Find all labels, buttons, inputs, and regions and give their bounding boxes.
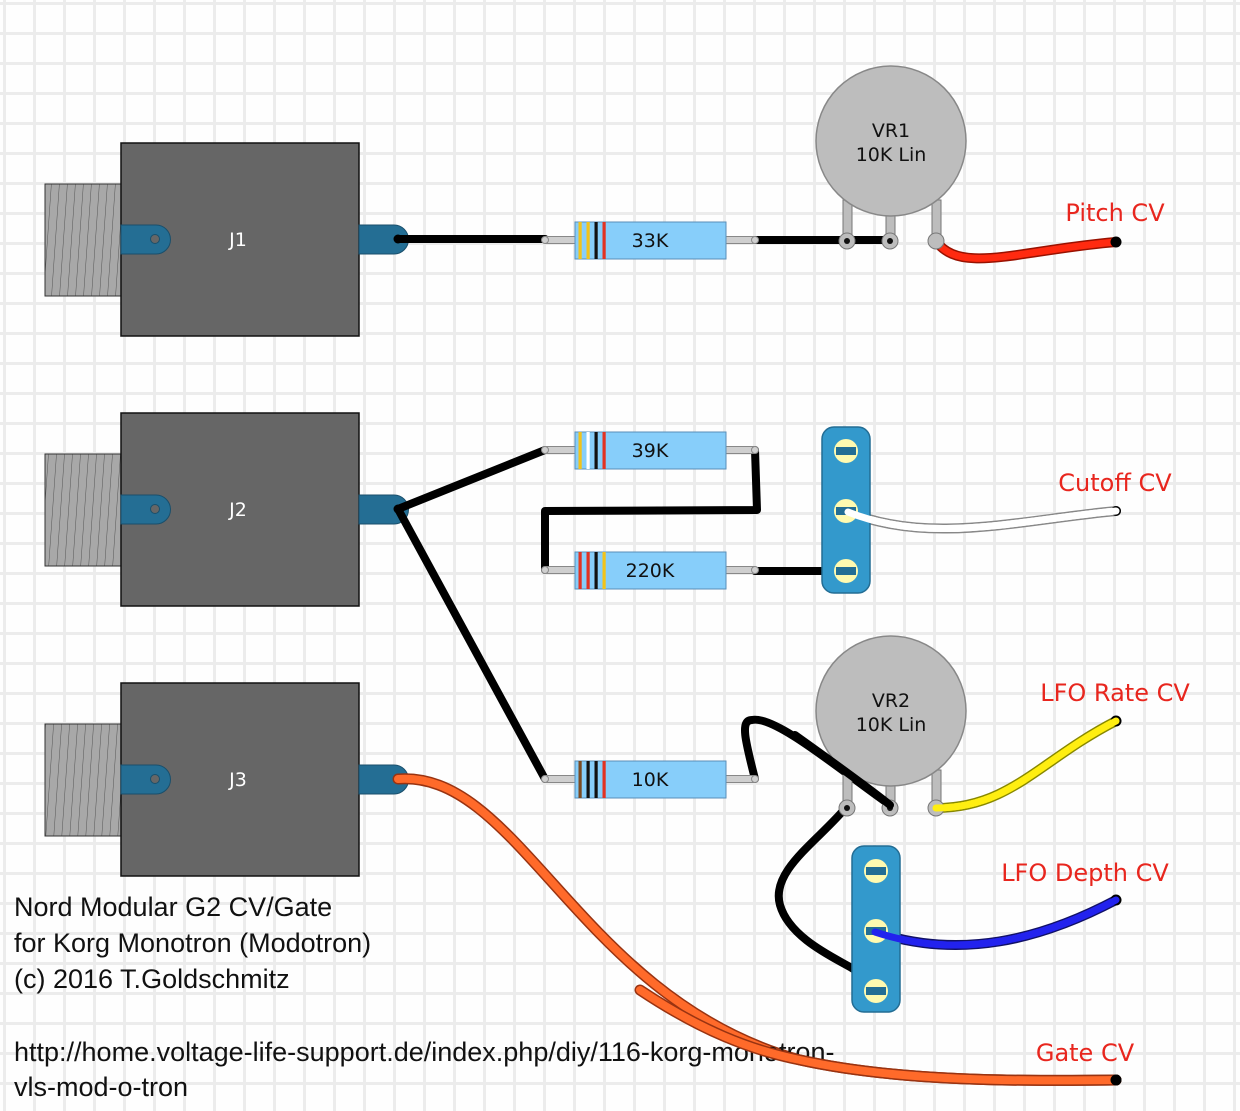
- lead-end: [751, 775, 759, 783]
- resistors: 33K 39K 220K 10K: [541, 221, 759, 799]
- title-line-1: Nord Modular G2 CV/Gate: [14, 892, 333, 922]
- url-line-1[interactable]: http://home.voltage-life-support.de/inde…: [14, 1037, 835, 1067]
- jack-label: J1: [228, 229, 247, 251]
- color-band: [602, 761, 606, 798]
- color-band: [578, 222, 582, 259]
- wire-cutoff-top: [844, 507, 1120, 533]
- jack-label: J2: [228, 499, 247, 521]
- jack-j3[interactable]: J3: [44, 682, 409, 877]
- title-line-3: (c) 2016 T.Goldschmitz: [14, 964, 290, 994]
- lead-end: [541, 566, 549, 574]
- wire-pitch[interactable]: [932, 237, 1120, 262]
- color-band: [602, 222, 606, 259]
- lug-hole: [150, 234, 160, 244]
- wire-j2-to-39k[interactable]: [394, 446, 549, 513]
- lead-end: [751, 566, 759, 574]
- jack-lug-sleeve: [120, 494, 171, 525]
- lead-end: [751, 446, 759, 454]
- jack-lug-sleeve: [120, 764, 171, 795]
- pot-value: 10K Lin: [856, 714, 927, 736]
- resistor-body: [574, 221, 727, 260]
- wire-vr2-to-trimmer2[interactable]: [774, 801, 859, 974]
- pot-pin[interactable]: [927, 232, 945, 250]
- resistor-33k[interactable]: 33K: [541, 221, 759, 260]
- color-band: [586, 552, 590, 589]
- pot-body: [815, 65, 967, 217]
- wire-j2-to-10k[interactable]: [394, 505, 549, 783]
- color-band: [586, 222, 590, 259]
- color-band: [594, 432, 598, 469]
- output-label-pitch: Pitch CV: [1065, 199, 1165, 227]
- color-band: [602, 552, 606, 589]
- lead-end: [751, 236, 759, 244]
- color-band: [594, 222, 598, 259]
- pin-hole: [887, 238, 893, 244]
- solder-point: [393, 234, 403, 244]
- pot-value: 10K Lin: [856, 144, 927, 166]
- jack-lug-tip[interactable]: [358, 494, 409, 525]
- jack-lug-sleeve: [120, 224, 171, 255]
- wire-end-gate[interactable]: [1110, 1074, 1122, 1086]
- resistor-value: 33K: [632, 230, 669, 252]
- lead-end: [541, 775, 549, 783]
- jack-thread: [44, 183, 122, 297]
- wire-lfo-depth-top: [871, 896, 1120, 949]
- resistor-body: [574, 431, 727, 470]
- pin-hole: [844, 238, 850, 244]
- pot-vr1[interactable]: VR1 10K Lin: [815, 65, 967, 250]
- resistor-value: 10K: [632, 769, 669, 791]
- resistor-220k[interactable]: 220K: [541, 551, 759, 590]
- wire-end-pitch[interactable]: [1110, 236, 1122, 248]
- color-band: [602, 432, 606, 469]
- color-band: [578, 432, 582, 469]
- screw-slot: [836, 447, 856, 455]
- lead-end: [541, 236, 549, 244]
- solder-point: [393, 504, 403, 514]
- wire-10k-to-vr2-crossing: [791, 731, 894, 809]
- resistor-10k[interactable]: 10K: [541, 760, 759, 799]
- screw-slot: [866, 987, 886, 995]
- url-line-2[interactable]: vls-mod-o-tron: [14, 1072, 189, 1102]
- lug-hole: [150, 774, 160, 784]
- jack-j1[interactable]: J1: [44, 142, 409, 337]
- output-label-cutoff: Cutoff CV: [1058, 469, 1172, 497]
- resistor-value: 220K: [626, 560, 675, 582]
- color-band: [578, 761, 582, 798]
- resistor-value: 39K: [632, 440, 669, 462]
- color-band: [594, 761, 598, 798]
- resistor-body: [574, 551, 727, 590]
- wire-lfo-rate-top: [932, 717, 1120, 812]
- output-label-lfo-depth: LFO Depth CV: [1001, 859, 1169, 887]
- color-band: [578, 552, 582, 589]
- wire-39k-to-220k[interactable]: [541, 446, 761, 574]
- resistor-body: [574, 760, 727, 799]
- jack-j2[interactable]: J2: [44, 412, 409, 607]
- resistor-39k[interactable]: 39K: [541, 431, 759, 470]
- jack-thread: [44, 453, 122, 567]
- color-band: [594, 552, 598, 589]
- color-band: [586, 432, 590, 469]
- pot-body: [815, 635, 967, 787]
- pot-name: VR2: [872, 690, 910, 712]
- output-label-lfo-rate: LFO Rate CV: [1040, 679, 1190, 707]
- lead-end: [541, 446, 549, 454]
- screw-slot: [836, 567, 856, 575]
- pot-name: VR1: [872, 120, 910, 142]
- pin-hole: [844, 805, 850, 811]
- pot-vr2[interactable]: VR2 10K Lin: [815, 635, 967, 817]
- jack-thread: [44, 723, 122, 837]
- jack-label: J3: [228, 769, 247, 791]
- screw-slot: [866, 867, 886, 875]
- output-label-gate: Gate CV: [1036, 1039, 1135, 1067]
- title-line-2: for Korg Monotron (Modotron): [14, 928, 372, 958]
- lug-hole: [150, 504, 160, 514]
- color-band: [586, 761, 590, 798]
